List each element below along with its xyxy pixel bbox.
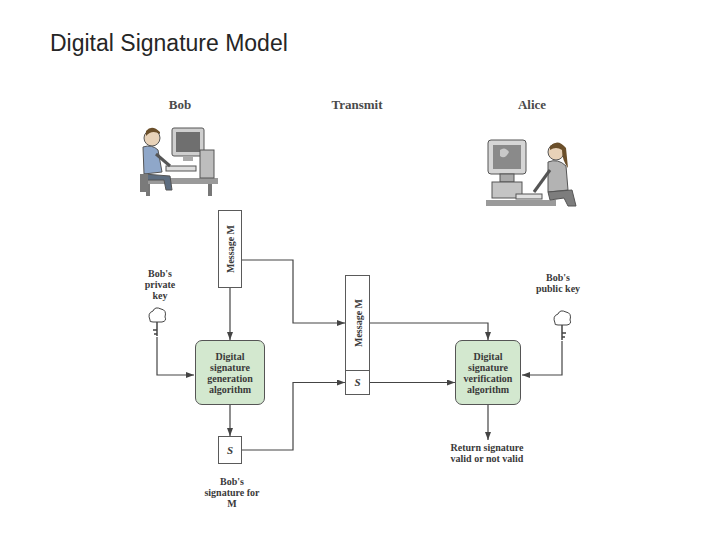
torso [143,146,162,174]
connector-layer [230,260,488,450]
key-input-line [157,337,194,375]
slide-title: Digital Signature Model [50,30,288,57]
arm [534,170,550,192]
torso [548,161,568,192]
desk-leg [146,184,150,196]
chair [140,174,148,192]
key-shaft [153,322,157,336]
monitor-stand [500,174,514,182]
signal-arrow [229,288,230,340]
signature-box: S [218,436,242,464]
key-label: Bob's public key [535,272,581,294]
screen-picture [500,148,509,157]
tower [200,150,214,178]
monitor [488,140,526,174]
legs [144,174,172,190]
keyboard [166,166,196,171]
signature-label: Bob's signature for M [204,476,260,509]
signal-arrow [229,405,230,436]
keyboard [516,194,542,199]
algorithm-box: Digital signature verification algorithm [455,340,521,405]
key-shaft [562,325,566,340]
node-text: Digital signature verification algorithm [456,351,520,395]
computer-base [492,182,522,198]
column-heading: Transmit [317,97,397,112]
signal-arrow [242,260,345,323]
key-input-line [522,341,562,375]
node-text: Message M [352,299,363,347]
desk-leg [208,184,212,196]
party-name: Alice [502,97,562,112]
party-name: Bob [150,97,210,112]
desk [486,200,556,206]
bob-computer-illustration [140,128,218,196]
head [548,144,564,160]
legs [548,190,576,206]
monitor [172,128,204,156]
alice-computer-illustration [486,140,576,206]
public-key-symbol [522,311,571,375]
monitor-stand [183,156,193,161]
head [144,130,160,146]
result-arrow [487,405,488,440]
hair [550,142,568,168]
private-key-symbol [149,308,194,375]
message-box: Message M [345,275,370,371]
result-label: Return signature valid or not valid [444,442,530,464]
hair [146,128,160,136]
message-box: Message M [218,210,242,288]
desk [140,178,218,184]
node-text: S [227,445,233,456]
node-text: Digital signature generation algorithm [196,351,264,395]
node-text: S [354,377,360,388]
arm [156,154,170,166]
key-label: Bob's private key [137,268,183,301]
signature-box: S [345,370,370,395]
screen [493,145,521,169]
node-text: Message M [225,225,236,273]
screen [176,132,200,152]
signal-arrow [370,323,488,340]
algorithm-box: Digital signature generation algorithm [195,340,265,405]
key-bow [149,308,166,322]
signal-arrow [370,382,455,383]
key-bow [554,311,571,325]
